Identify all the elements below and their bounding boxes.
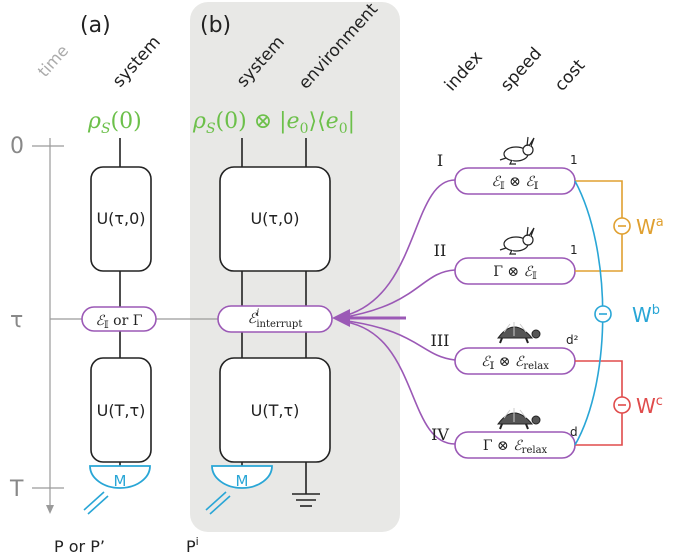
option-cost-III: d² <box>566 333 579 347</box>
option-cost-II: 1 <box>570 243 578 257</box>
work-b-label: Wb <box>632 303 660 327</box>
channel-b <box>217 305 333 333</box>
unitary-b-upper-label: U(τ,0) <box>250 209 299 228</box>
unitary-a-upper-label: U(τ,0) <box>96 209 145 228</box>
option-capsules <box>454 167 576 459</box>
option-channel-II: Γ ⊗ ℰ𝕀 <box>493 264 537 282</box>
work-c-label: Wc <box>636 394 663 418</box>
measurement-b <box>205 465 273 515</box>
time-axis <box>32 138 218 514</box>
unitary-a-lower-label: U(T,τ) <box>97 401 146 420</box>
unitary-b-lower <box>219 357 331 463</box>
time-header: time <box>34 41 72 81</box>
measurement-a-label: M <box>114 472 127 490</box>
option-channel-III: ℰ𝕀 ⊗ ℰrelax <box>481 354 549 372</box>
minus-circle-icon <box>613 217 631 235</box>
option-index-III: III <box>431 331 450 350</box>
minus-circle-icon <box>613 396 631 414</box>
speed-header: speed <box>497 44 546 96</box>
time-tick-T: T <box>9 477 24 502</box>
option-index-II: II <box>434 241 447 260</box>
unitary-b-lower-label: U(T,τ) <box>251 401 300 420</box>
system-a-header: system <box>109 32 165 91</box>
initial-state-b: ρS(0) ⊗ |e0⟩⟨e0| <box>192 109 355 137</box>
panel-a-label: (a) <box>80 13 111 38</box>
work-a-label: Wa <box>636 215 664 239</box>
turtle-icon <box>497 408 541 430</box>
index-header: index <box>441 47 487 95</box>
rabbit-icon <box>499 226 535 255</box>
rabbit-icon <box>499 136 535 165</box>
option-index-IV: IV <box>431 425 449 444</box>
initial-state-a: ρS(0) <box>87 109 142 137</box>
measurement-a <box>83 465 151 515</box>
option-cost-IV: d <box>570 425 578 439</box>
option-index-I: I <box>437 151 443 170</box>
channel-a <box>81 306 157 332</box>
time-tick-tau: τ <box>10 308 23 333</box>
unitary-b-upper <box>219 166 331 272</box>
minus-circle-icon <box>594 305 612 323</box>
panel-b-label: (b) <box>200 13 231 38</box>
panel-b-circuit <box>217 138 333 507</box>
channel-a-label: ℰ𝕀 or Γ <box>96 313 143 331</box>
time-tick-0: 0 <box>10 134 24 159</box>
outcome-a: P or P’ <box>54 537 105 556</box>
option-connectors <box>339 179 456 445</box>
option-arrowhead <box>332 309 350 327</box>
option-channel-I: ℰ𝕀 ⊗ ℰ𝕀 <box>492 174 539 192</box>
unitary-a-upper <box>90 166 152 272</box>
outcome-b: Pi <box>186 535 199 556</box>
unitary-a-lower <box>90 357 152 463</box>
cost-header: cost <box>551 56 590 96</box>
turtle-icon <box>497 322 541 344</box>
panel-a-circuit <box>81 138 157 466</box>
option-cost-I: 1 <box>570 153 578 167</box>
measurement-b-label: M <box>236 472 249 490</box>
